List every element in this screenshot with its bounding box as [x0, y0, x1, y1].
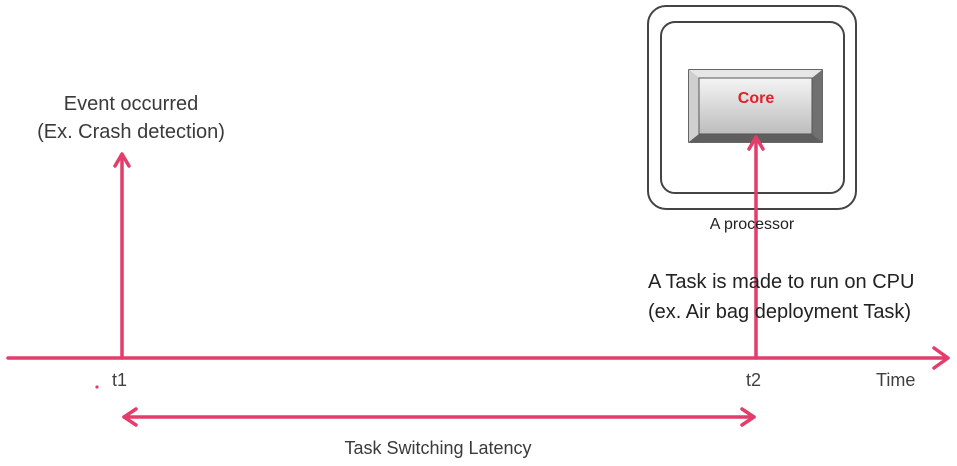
stray-dot: [95, 385, 99, 389]
task-line-1: A Task is made to run on CPU: [648, 271, 915, 293]
event-line-2: (Ex. Crash detection): [37, 121, 225, 143]
core-block: [688, 69, 823, 143]
core-label: Core: [737, 90, 775, 107]
processor-chip: [647, 5, 857, 210]
event-label: Event occurred (Ex. Crash detection): [0, 90, 262, 146]
task-label: A Task is made to run on CPU (ex. Air ba…: [648, 267, 914, 327]
latency-double-arrow: [122, 407, 756, 427]
processor-label: A processor: [709, 216, 795, 233]
latency-label: Task Switching Latency: [344, 438, 532, 458]
t1-label: t1: [112, 370, 128, 390]
time-axis-arrow: [6, 346, 950, 370]
time-axis-label: Time: [876, 370, 916, 390]
task-arrow: [747, 135, 765, 360]
event-line-1: Event occurred: [63, 93, 199, 115]
event-arrow: [113, 152, 131, 360]
t2-label: t2: [746, 370, 762, 390]
task-line-2: (ex. Air bag deployment Task): [648, 301, 912, 323]
